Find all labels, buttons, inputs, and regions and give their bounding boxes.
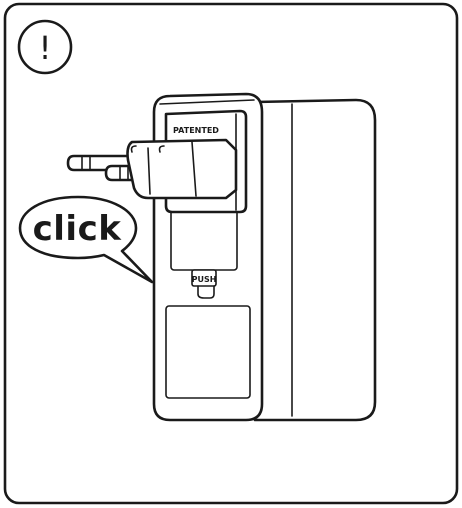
lower-panel bbox=[165, 305, 251, 399]
slider-track bbox=[170, 205, 238, 271]
push-label: PUSH bbox=[192, 275, 217, 284]
bubble-text: click bbox=[33, 209, 123, 249]
speech-bubble: click bbox=[18, 195, 154, 284]
plug-head bbox=[66, 138, 238, 200]
push-button: PUSH bbox=[191, 269, 217, 299]
adapter-side-face bbox=[253, 98, 377, 422]
exclamation-circle-icon: ! bbox=[17, 19, 73, 75]
warning-symbol: ! bbox=[39, 29, 52, 67]
frame-border bbox=[3, 2, 459, 505]
patented-label: PATENTED bbox=[173, 126, 219, 135]
